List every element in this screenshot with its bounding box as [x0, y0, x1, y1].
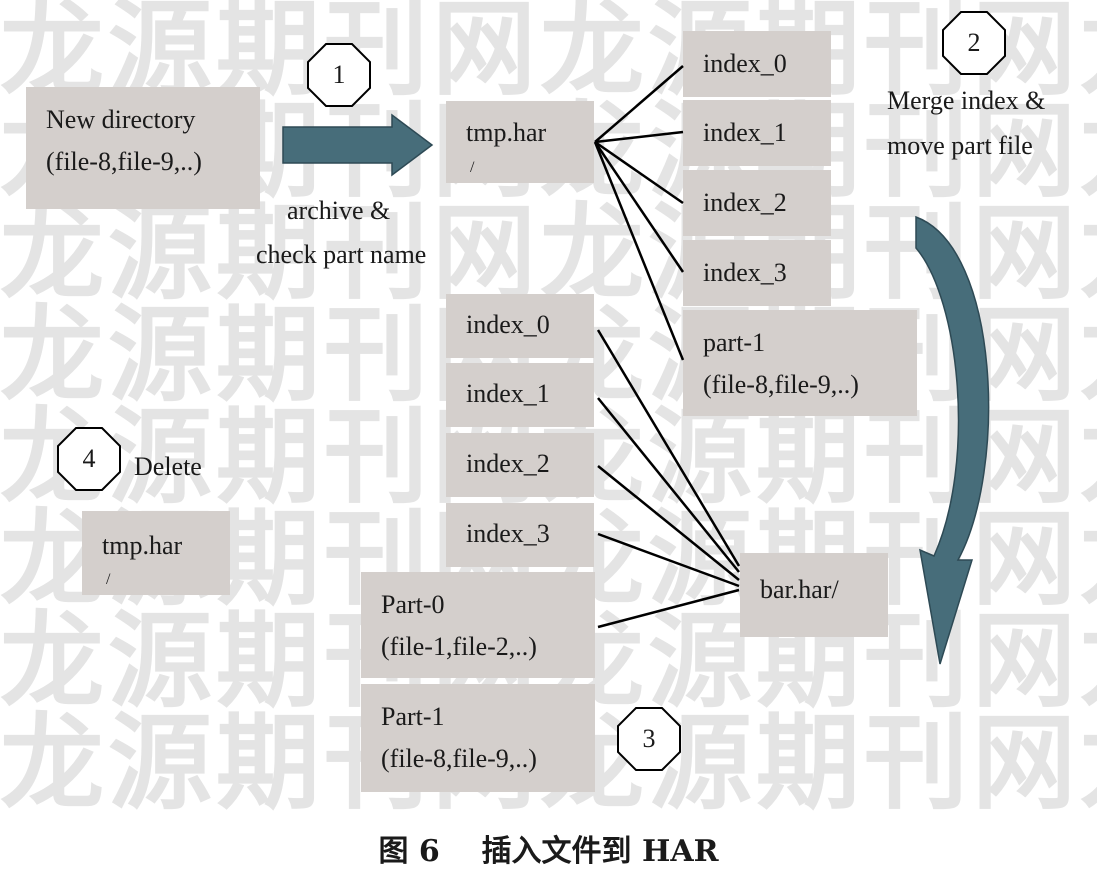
fan-line-index1	[594, 130, 684, 144]
bottom-index-2-label: index_2	[466, 449, 550, 478]
part-1-label: Part-1	[381, 702, 445, 731]
part-1-files: (file-8,file-9,..)	[381, 744, 537, 773]
top-index-3-box: index_3	[683, 240, 831, 306]
bar-har-label: bar.har/	[760, 575, 839, 604]
step-1-number: 1	[332, 60, 346, 89]
top-index-1-box: index_1	[683, 100, 831, 166]
tmp-har-deleted-label: tmp.har	[102, 531, 183, 560]
new-directory-files: (file-8,file-9,..)	[46, 147, 202, 176]
top-part-1-label: part-1	[703, 328, 766, 357]
top-index-3-label: index_3	[703, 258, 787, 287]
top-index-0-box: index_0	[683, 31, 831, 97]
fan-line-part1	[593, 141, 685, 361]
top-index-2-box: index_2	[683, 170, 831, 236]
bottom-index-2-box: index_2	[446, 433, 594, 497]
tmp-har-deleted-box: tmp.har /	[82, 511, 230, 595]
step-1-octagon	[307, 43, 371, 107]
top-index-0-label: index_0	[703, 49, 787, 78]
bottom-index-1-label: index_1	[466, 379, 550, 408]
merge-label-line2: move part file	[887, 131, 1033, 160]
bottom-index-0-box: index_0	[446, 294, 594, 358]
tmp-har-tick: /	[470, 159, 475, 176]
tmp-har-box: tmp.har /	[446, 101, 594, 183]
step-3-octagon	[617, 707, 681, 771]
bottom-index-0-label: index_0	[466, 310, 550, 339]
part-0-label: Part-0	[381, 590, 445, 619]
bottom-index-1-box: index_1	[446, 363, 594, 427]
part-0-files: (file-1,file-2,..)	[381, 632, 537, 661]
fanin-line-index1	[597, 397, 740, 573]
tmp-har-deleted-tick: /	[106, 571, 111, 588]
fan-line-index0	[594, 65, 684, 143]
bottom-index-3-label: index_3	[466, 519, 550, 548]
part-0-box: Part-0 (file-1,file-2,..)	[361, 572, 595, 678]
top-part-1-files: (file-8,file-9,..)	[703, 370, 859, 399]
archive-label-line1: archive &	[287, 196, 391, 225]
bottom-index-3-box: index_3	[446, 503, 594, 567]
new-directory-box: New directory (file-8,file-9,..)	[26, 87, 260, 209]
fanin-line-index0	[596, 329, 741, 567]
fanin-line-part0	[597, 588, 740, 629]
delete-label: Delete	[134, 452, 202, 481]
fanin-line-index3	[597, 532, 740, 588]
figure-caption: 图 6 插入文件到 HAR	[378, 834, 719, 869]
bar-har-box: bar.har/	[740, 553, 888, 637]
top-part-1-box: part-1 (file-8,file-9,..)	[683, 310, 917, 416]
fanin-line-index2	[597, 465, 740, 581]
step-4-number: 4	[82, 444, 96, 473]
step-2-octagon	[942, 11, 1006, 75]
fan-line-index2	[594, 140, 684, 205]
top-index-2-label: index_2	[703, 188, 787, 217]
archive-label-line2: check part name	[256, 240, 427, 269]
step-4-octagon	[57, 427, 121, 491]
new-directory-label: New directory	[46, 105, 196, 134]
fan-line-index3	[593, 141, 685, 273]
archive-arrow	[282, 113, 434, 177]
merge-curved-arrow	[915, 215, 990, 665]
step-3-number: 3	[642, 724, 656, 753]
part-1-box: Part-1 (file-8,file-9,..)	[361, 684, 595, 792]
tmp-har-label: tmp.har	[466, 118, 547, 147]
merge-label-line1: Merge index &	[887, 86, 1046, 115]
step-2-number: 2	[967, 28, 981, 57]
top-index-1-label: index_1	[703, 118, 787, 147]
